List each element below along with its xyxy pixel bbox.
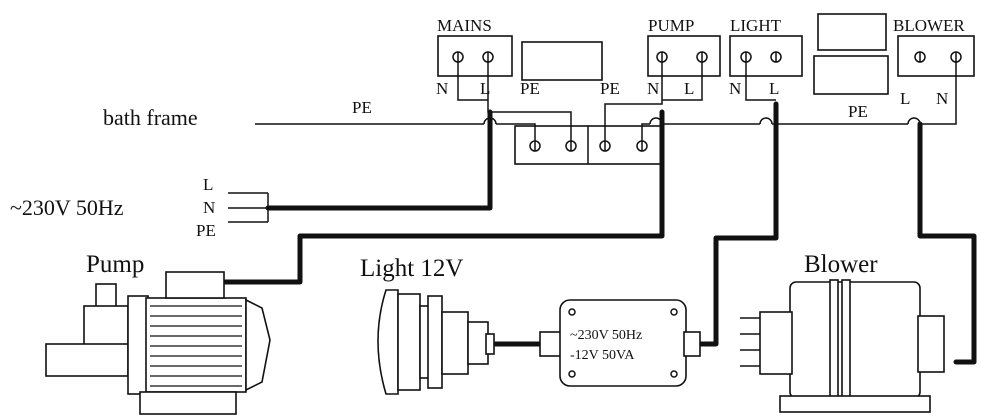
light-n-pin: N	[729, 79, 741, 98]
light-label: Light 12V	[360, 255, 463, 282]
light-device: Light 12V	[360, 255, 495, 395]
pe-label-pump: PE	[600, 79, 620, 98]
pump-label: Pump	[86, 251, 144, 278]
pump-device: Pump	[45, 251, 271, 415]
pump-l-pin: L	[684, 79, 694, 98]
mains-n-pin: N	[436, 79, 448, 98]
bath-frame-label: bath frame	[103, 105, 198, 130]
mains-supply-connector: L N PE ~230V 50Hz	[10, 175, 269, 240]
mains-label: MAINS	[437, 16, 492, 35]
pe-label-mains: PE	[520, 79, 540, 98]
mains-terminal-block: MAINS N L	[436, 16, 513, 98]
transformer-input-label: ~230V 50Hz	[570, 328, 642, 343]
pump-terminal-label: PUMP	[648, 16, 694, 35]
supply-l-label: L	[203, 175, 213, 194]
blower-n-pin: N	[936, 89, 948, 108]
pe-busbar	[514, 125, 664, 165]
power-wires	[222, 101, 977, 365]
supply-pe-label: PE	[196, 221, 216, 240]
transformer-output-label: -12V 50VA	[570, 348, 635, 363]
light-terminal-label: LIGHT	[730, 16, 782, 35]
supply-n-label: N	[203, 198, 215, 217]
mains-l-pin: L	[480, 79, 490, 98]
pump-n-pin: N	[647, 79, 659, 98]
empty-terminal-box	[521, 41, 603, 81]
pe-label-blower: PE	[848, 102, 868, 121]
blower-terminal-block: BLOWER L N	[893, 16, 975, 108]
blower-device: Blower	[740, 251, 945, 413]
blower-terminal-label: BLOWER	[893, 16, 965, 35]
light-l-pin: L	[769, 79, 779, 98]
supply-voltage-label: ~230V 50Hz	[10, 195, 124, 220]
blower-label: Blower	[804, 251, 878, 278]
pump-terminal-block: PUMP N L	[647, 16, 721, 98]
empty-terminal-box-lower	[813, 55, 889, 95]
transformer-device: ~230V 50Hz -12V 50VA	[535, 299, 701, 387]
pe-wires	[255, 62, 957, 141]
light-terminal-block: LIGHT N L	[729, 16, 803, 98]
pe-label-bath: PE	[352, 98, 372, 117]
empty-terminal-box-upper	[817, 13, 887, 51]
blower-l-pin: L	[900, 89, 910, 108]
